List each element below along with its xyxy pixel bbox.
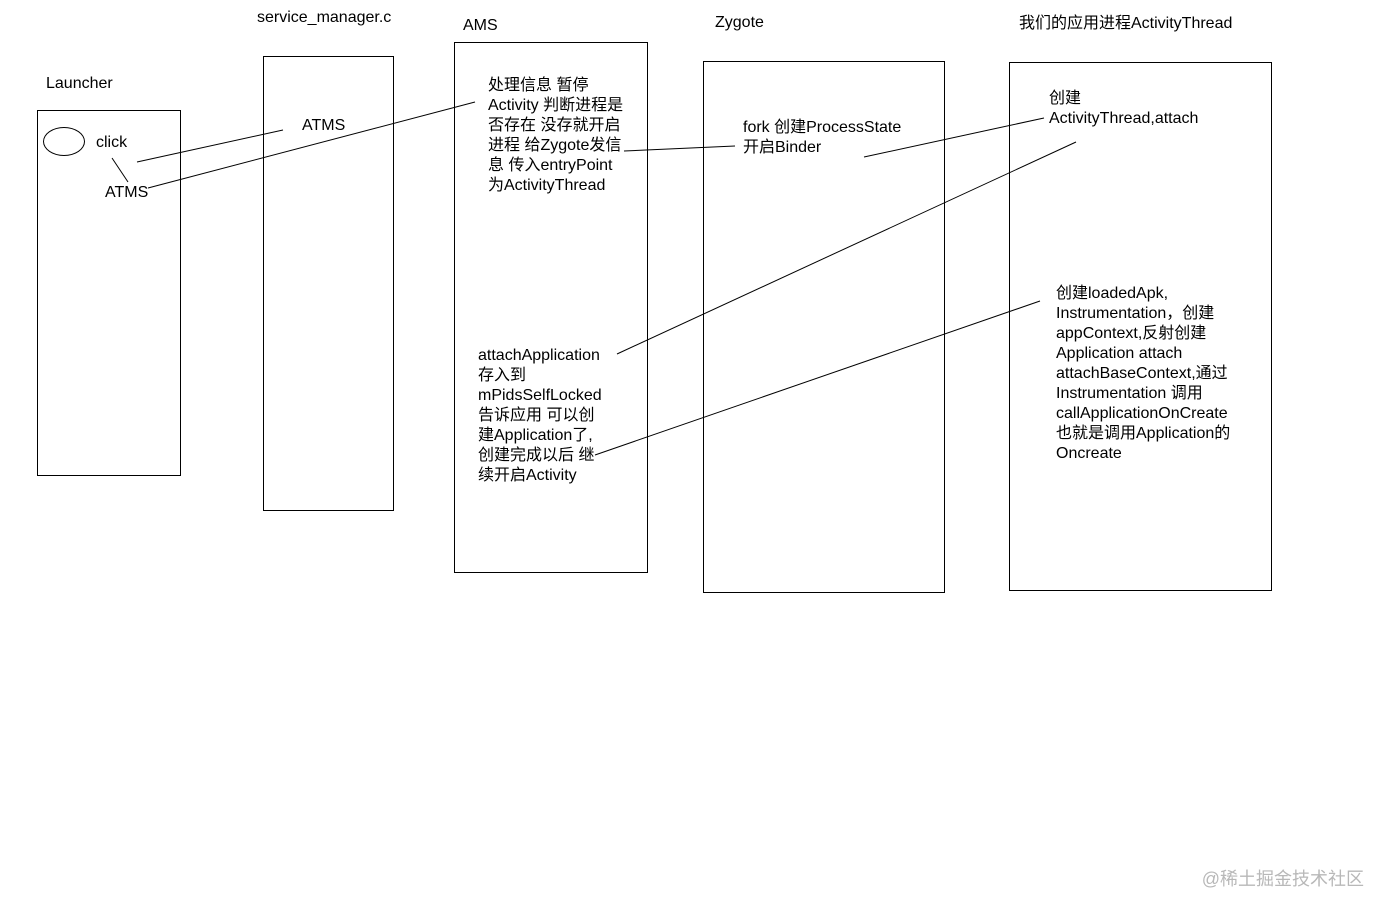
app-create-apk-note: 创建loadedApk, Instrumentation，创建 appConte…	[1056, 285, 1231, 462]
lane-title-zygote: Zygote	[715, 14, 764, 31]
click-label: click	[96, 134, 128, 151]
lane-title-service-manager: service_manager.c	[257, 9, 392, 26]
ams-attach-note: attachApplication 存入到 mPidsSelfLocked 告诉…	[478, 347, 602, 484]
watermark-text: @稀土掘金技术社区	[1201, 869, 1364, 889]
zygote-fork-note: fork 创建ProcessState 开启Binder	[743, 119, 902, 156]
lane-title-launcher: Launcher	[46, 75, 113, 92]
app-create-thread-note: 创建 ActivityThread,attach	[1049, 90, 1199, 127]
launcher-atms-label: ATMS	[105, 184, 149, 201]
lane-title-app-process: 我们的应用进程ActivityThread	[1019, 15, 1233, 32]
lane-box-launcher	[37, 110, 181, 476]
service-atms-label: ATMS	[302, 117, 346, 134]
lane-box-service-manager	[263, 56, 394, 511]
lane-title-ams: AMS	[463, 17, 498, 34]
click-oval-shape	[43, 127, 85, 156]
ams-process-note: 处理信息 暂停 Activity 判断进程是 否存在 没存就开启 进程 给Zyg…	[488, 77, 624, 194]
